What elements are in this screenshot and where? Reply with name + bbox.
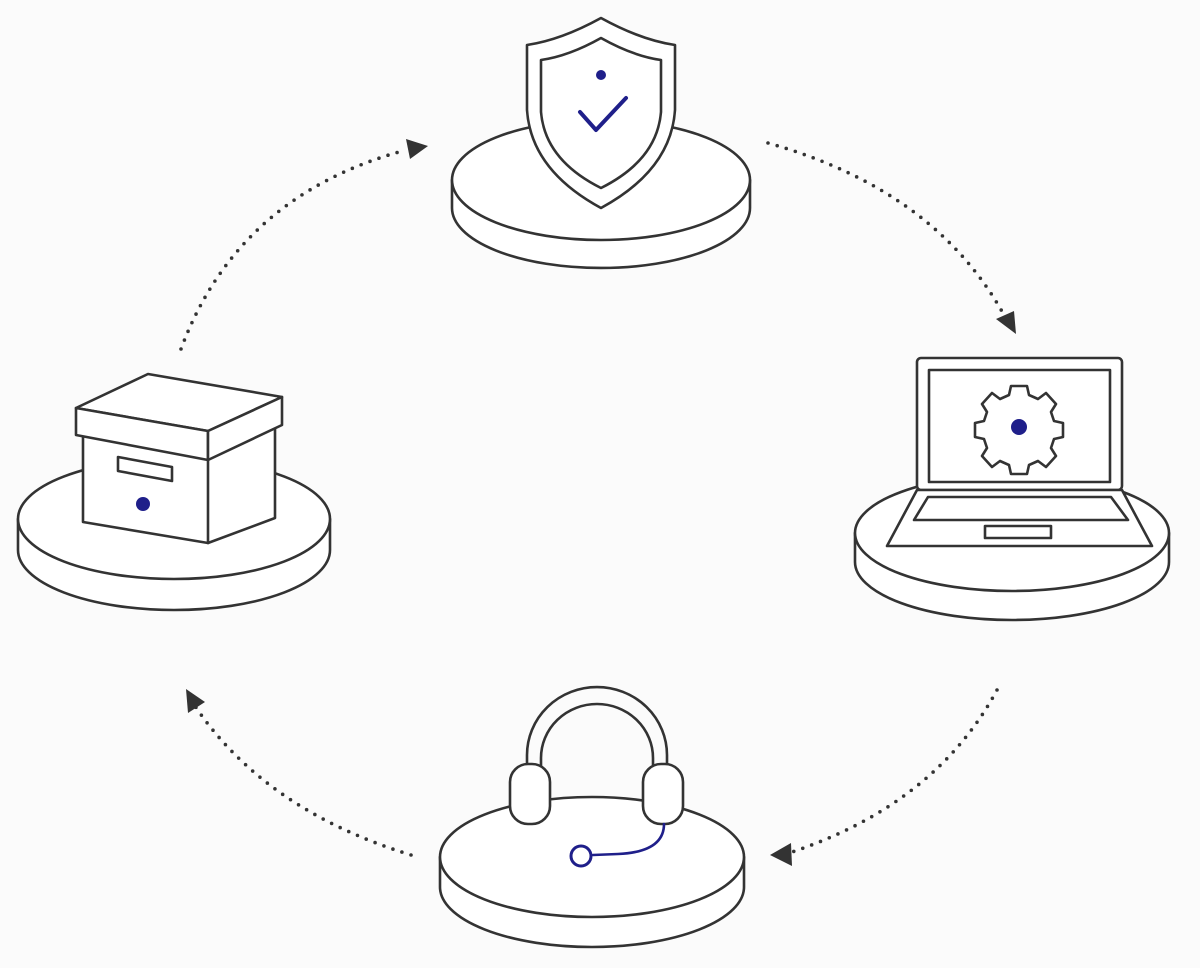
disc-platform (438, 795, 746, 949)
node-security (450, 16, 752, 270)
accent-dot (136, 497, 150, 511)
left-earcup (508, 762, 552, 826)
node-support (438, 685, 746, 949)
box-label (116, 455, 174, 483)
connector-storage-to-security (179, 139, 428, 351)
accent-dot (1011, 419, 1027, 435)
connector-security-to-settings (766, 141, 1016, 334)
arrowhead (996, 311, 1016, 334)
microphone (569, 844, 593, 868)
arrowhead (186, 689, 205, 713)
node-storage (16, 372, 332, 612)
arrowhead (770, 843, 792, 866)
headset-icon (508, 685, 685, 868)
microphone-boom (591, 822, 666, 857)
right-earcup (641, 762, 685, 826)
archive-box-icon (74, 372, 284, 545)
shield-check-icon (525, 16, 677, 210)
check-mark (578, 96, 628, 132)
laptop-gear-icon (885, 356, 1154, 548)
connector-support-to-storage (186, 689, 413, 857)
accent-dot (596, 70, 606, 80)
arrowhead (406, 139, 428, 159)
connector-settings-to-support (770, 688, 999, 866)
node-settings (853, 356, 1171, 622)
